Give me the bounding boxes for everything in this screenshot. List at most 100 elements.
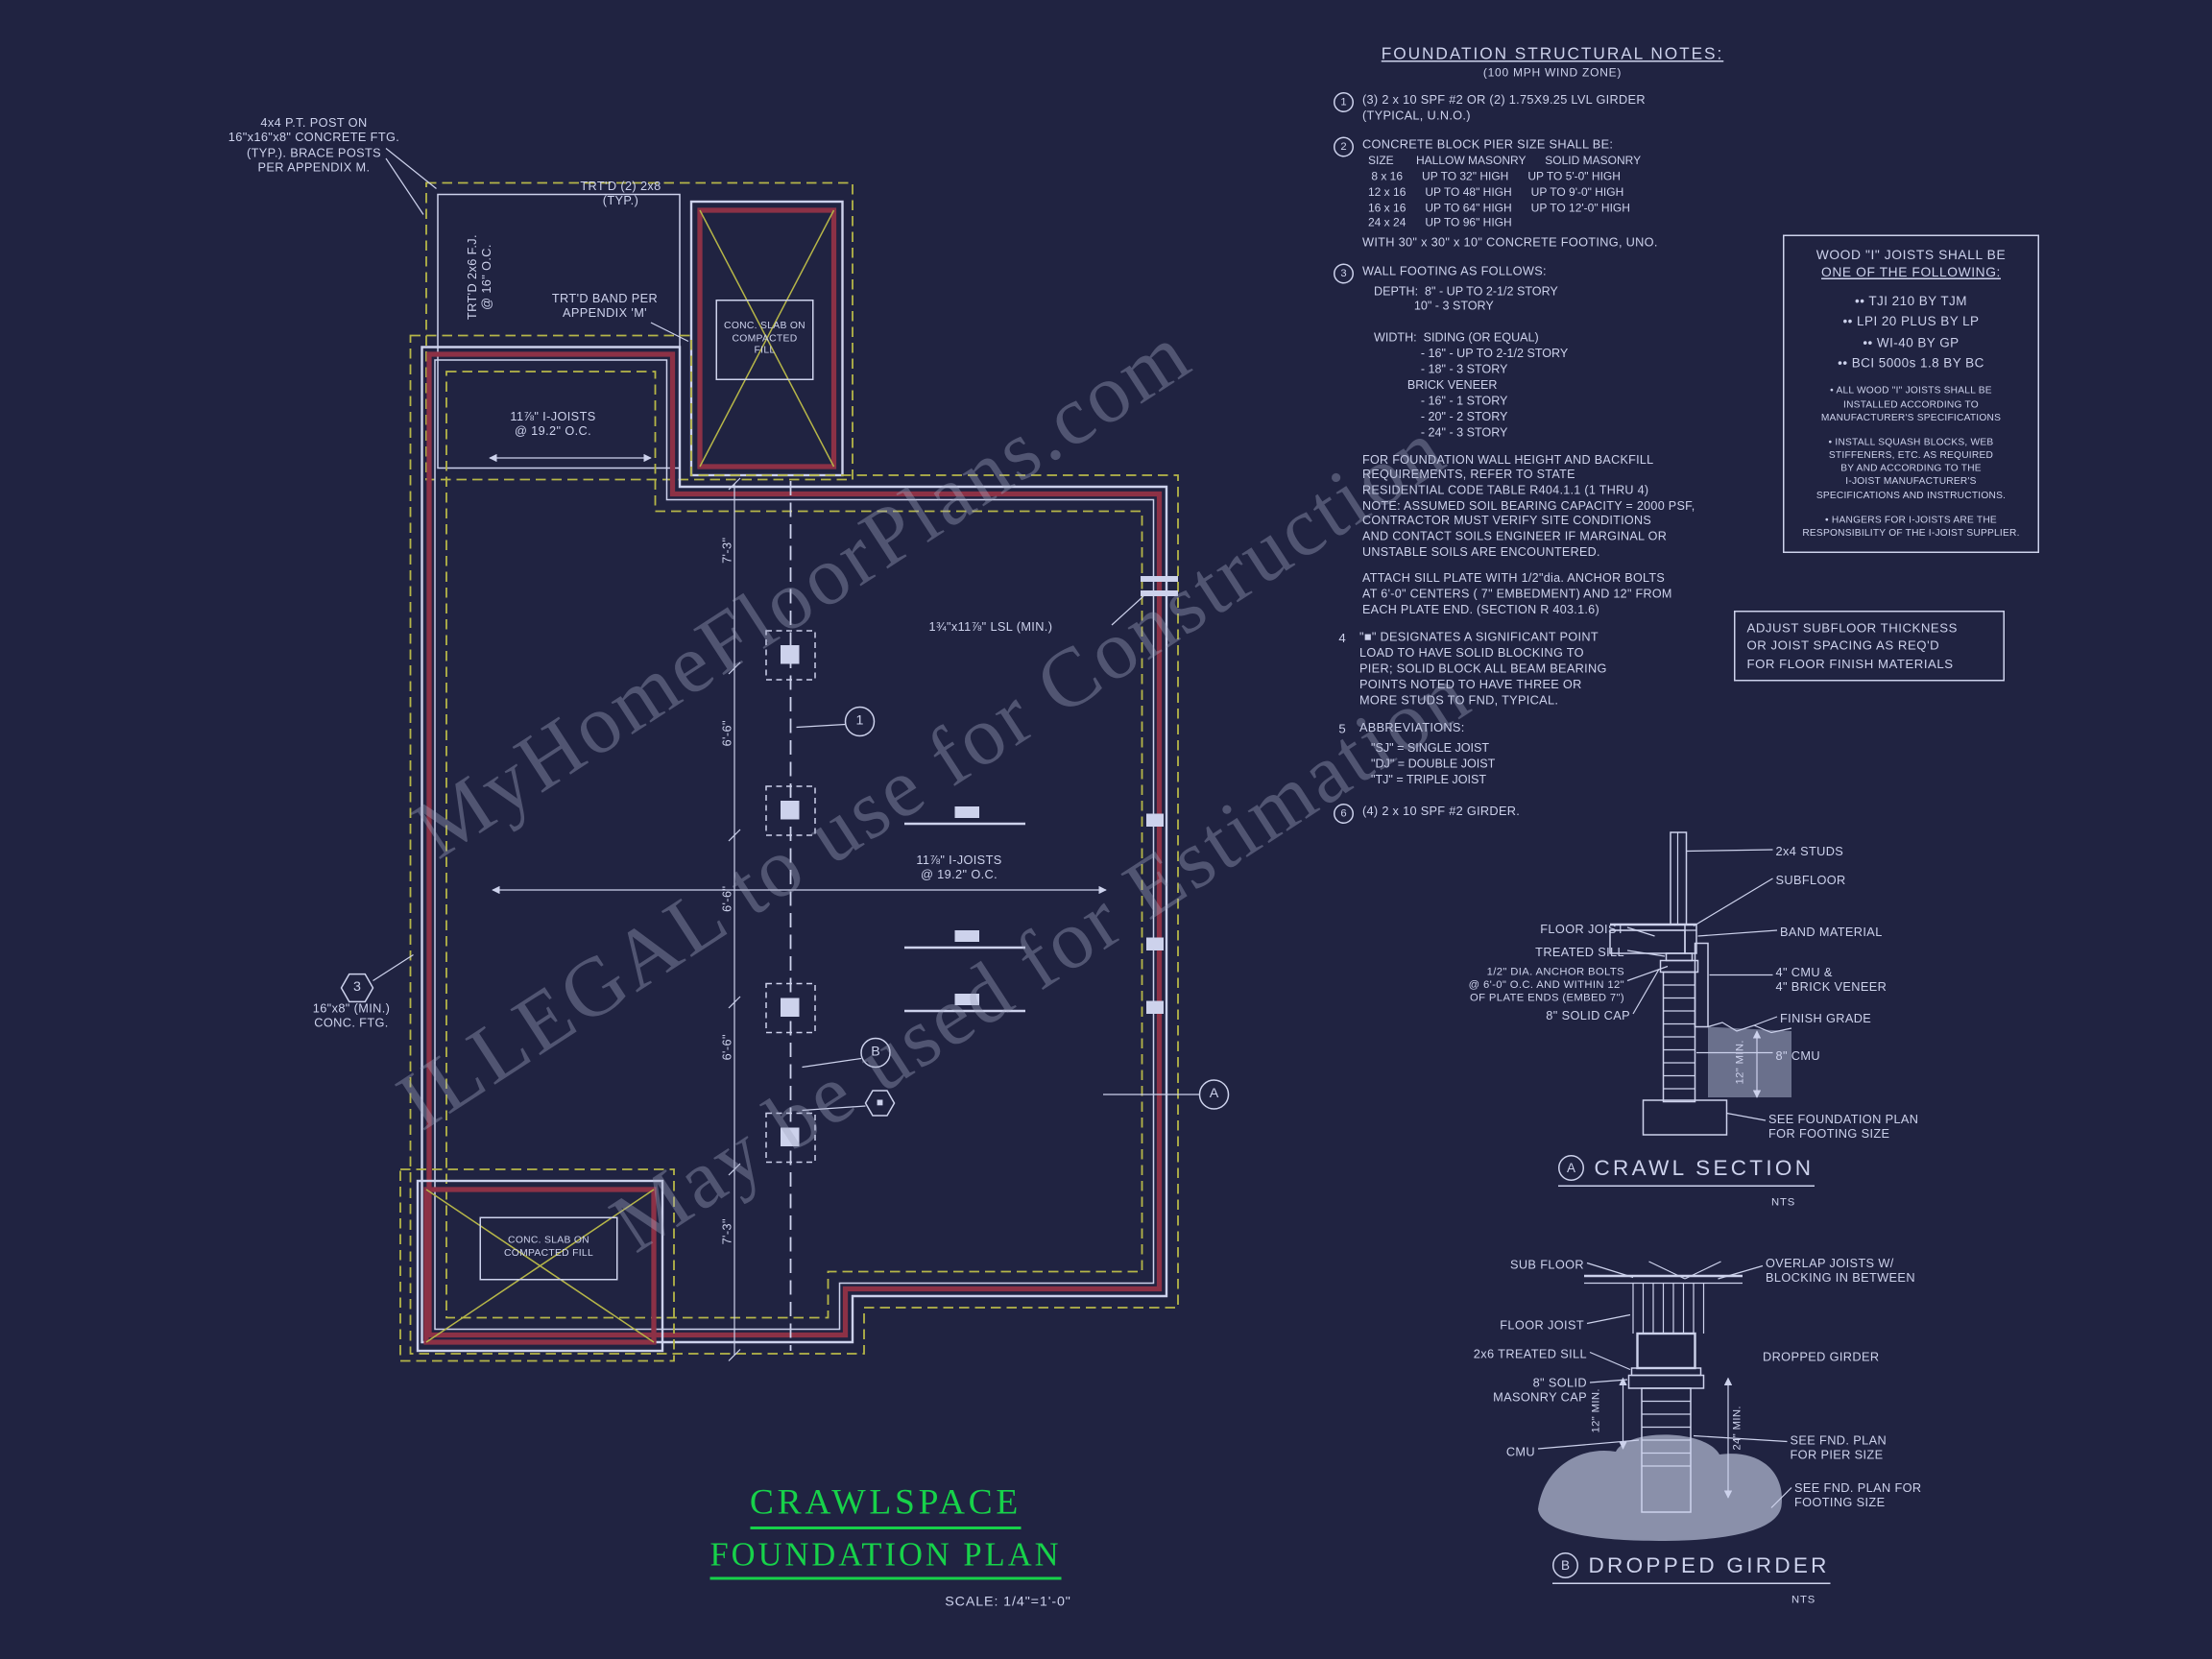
girder-cmu-label: CMU — [1505, 1444, 1535, 1459]
girder-pier-note: SEE FND. PLAN FOR PIER SIZE — [1790, 1432, 1887, 1463]
crawl-footing-label: SEE FOUNDATION PLAN FOR FOOTING SIZE — [1768, 1112, 1919, 1142]
crawl-band-label: BAND MATERIAL — [1780, 925, 1883, 939]
plan-leader-lines — [373, 148, 1200, 1112]
wood-box-heading-1: WOOD "I" JOISTS SHALL BE — [1815, 248, 2007, 262]
wood-box-heading-2: ONE OF THE FOLLOWING: — [1821, 265, 2001, 280]
crawl-section-linework — [1609, 831, 1792, 1136]
plan-main-walls — [409, 334, 1179, 1355]
post-note-label: 4x4 P.T. POST ON 16"x16"x8" CONCRETE FTG… — [228, 115, 400, 175]
wood-box-note-3: • HANGERS FOR I-JOISTS ARE THE RESPONSIB… — [1802, 515, 2020, 539]
plan-bottom-porch — [399, 1168, 675, 1362]
abbreviations-list: "SJ" = SINGLE JOIST "DJ" = DOUBLE JOIST … — [1371, 740, 1496, 786]
note-4-text: "■" DESIGNATES A SIGNIFICANT POINT LOAD … — [1359, 630, 1607, 707]
crawl-section-badge: A — [1558, 1155, 1584, 1181]
dim-6-6-b: 6'-6" — [719, 885, 734, 912]
girder-min24-dim: 24" MIN. — [1730, 1406, 1743, 1451]
crawl-subfloor-label: SUBFLOOR — [1775, 873, 1846, 887]
dropped-girder-badge: B — [1552, 1552, 1578, 1578]
note-4: 4 "■" DESIGNATES A SIGNIFICANT POINT LOA… — [1334, 630, 1771, 708]
crawl-cmu8-label: 8" CMU — [1775, 1048, 1820, 1063]
note-2-number: 2 — [1334, 135, 1354, 156]
wood-box-note-1: • ALL WOOD "I" JOISTS SHALL BE INSTALLED… — [1820, 386, 2002, 423]
note-6-number: 6 — [1334, 803, 1354, 824]
crawl-floor-joist-label: FLOOR JOIST — [1540, 922, 1624, 936]
dim-6-6-a: 6'-6" — [719, 720, 734, 747]
slab-note-box-bottom: CONC. SLAB ON COMPACTED FILL — [479, 1216, 618, 1281]
crawl-min12-dim: 12" MIN. — [1733, 1040, 1746, 1085]
notes-subtitle: (100 MPH WIND ZONE) — [1482, 66, 1623, 80]
dropped-girder-title-text: DROPPED GIRDER — [1588, 1552, 1830, 1578]
ijoist-label-mid: 11⅞" I-JOISTS @ 19.2" O.C. — [916, 853, 1002, 882]
crawl-section-nts: NTS — [1771, 1195, 1796, 1209]
adjust-subfloor-note: ADJUST SUBFLOOR THICKNESS OR JOIST SPACI… — [1734, 611, 2005, 682]
slab-note-box-top: CONC. SLAB ON COMPACTED FILL — [715, 300, 814, 380]
treated-band-label: TRT'D BAND PER APPENDIX 'M' — [551, 291, 659, 321]
marker-circle-b: B — [871, 1044, 880, 1061]
marker-hex-3: 3 — [353, 979, 361, 996]
marker-circle-1: 1 — [855, 712, 864, 730]
wood-box-joist-list: •• TJI 210 BY TJM •• LPI 20 PLUS BY LP •… — [1838, 293, 1984, 371]
crawl-cap-label: 8" SOLID CAP — [1546, 1008, 1630, 1022]
note-3-number: 3 — [1334, 263, 1354, 284]
crawl-section-title-text: CRAWL SECTION — [1594, 1155, 1815, 1181]
structural-notes: FOUNDATION STRUCTURAL NOTES: (100 MPH WI… — [1334, 46, 1771, 824]
note-1-text: (3) 2 x 10 SPF #2 OR (2) 1.75X9.25 LVL G… — [1362, 92, 1646, 123]
note-4-number: 4 — [1338, 631, 1346, 646]
girder-overlap-label: OVERLAP JOISTS W/ BLOCKING IN BETWEEN — [1766, 1256, 1915, 1286]
crawl-studs-label: 2x4 STUDS — [1775, 844, 1844, 858]
marker-circle-a: A — [1209, 1086, 1219, 1102]
girder-floor-joist-label: FLOOR JOIST — [1500, 1317, 1584, 1333]
girder-footing-note: SEE FND. PLAN FOR FOOTING SIZE — [1794, 1480, 1922, 1510]
note-3-paragraph-1: FOR FOUNDATION WALL HEIGHT AND BACKFILL … — [1362, 451, 1695, 559]
crawl-section-title: A CRAWL SECTION — [1558, 1155, 1815, 1187]
slab-note-top: CONC. SLAB ON COMPACTED FILL — [724, 320, 805, 357]
note-5-heading: ABBREVIATIONS: — [1359, 720, 1465, 735]
notes-title: FOUNDATION STRUCTURAL NOTES: — [1381, 46, 1724, 63]
girder-sill-label: 2x6 TREATED SILL — [1473, 1346, 1587, 1361]
dim-6-6-c: 6'-6" — [719, 1034, 734, 1061]
footing-size-label: 16"x8" (MIN.) CONC. FTG. — [312, 1000, 391, 1031]
note-2: 2 CONCRETE BLOCK PIER SIZE SHALL BE: SIZ… — [1334, 135, 1771, 251]
sheet-title: CRAWLSPACE FOUNDATION PLAN SCALE: 1/4"=1… — [648, 1483, 1123, 1610]
crawl-anchor-label: 1/2" DIA. ANCHOR BOLTS @ 6'-0" O.C. AND … — [1468, 965, 1624, 1004]
note-1: 1 (3) 2 x 10 SPF #2 OR (2) 1.75X9.25 LVL… — [1334, 92, 1771, 123]
sheet-title-line2: FOUNDATION PLAN — [709, 1537, 1062, 1580]
note-2-heading: CONCRETE BLOCK PIER SIZE SHALL BE: — [1362, 135, 1614, 151]
slab-note-bottom: CONC. SLAB ON COMPACTED FILL — [503, 1236, 594, 1259]
dropped-girder-nts: NTS — [1791, 1593, 1816, 1606]
girder-dropped-girder-label: DROPPED GIRDER — [1763, 1349, 1880, 1364]
marker-hex-square: ■ — [876, 1095, 884, 1110]
dim-7-3-bottom: 7'-3" — [719, 1218, 734, 1245]
pier-size-table: SIZE HALLOW MASONRY SOLID MASONRY 8 x 16… — [1368, 155, 1642, 229]
note-3-heading: WALL FOOTING AS FOLLOWS: — [1362, 263, 1547, 278]
dropped-girder-title: B DROPPED GIRDER — [1552, 1552, 1830, 1584]
note-3: 3 WALL FOOTING AS FOLLOWS: DEPTH: 8" - U… — [1334, 263, 1771, 617]
note-3-paragraph-2: ATTACH SILL PLATE WITH 1/2"dia. ANCHOR B… — [1362, 570, 1672, 616]
sheet-title-line1: CRAWLSPACE — [749, 1483, 1022, 1529]
wall-footing-table: DEPTH: 8" - UP TO 2-1/2 STORY 10" - 3 ST… — [1374, 282, 1569, 440]
note-6: 6 (4) 2 x 10 SPF #2 GIRDER. — [1334, 803, 1771, 824]
plan-dimension-lines — [489, 453, 1107, 1361]
note-1-number: 1 — [1334, 92, 1354, 112]
wood-box-note-2: • INSTALL SQUASH BLOCKS, WEB STIFFENERS,… — [1815, 437, 2007, 501]
note-5-number: 5 — [1338, 722, 1346, 737]
dim-7-3-top: 7'-3" — [719, 537, 734, 564]
girder-min12-dim: 12" MIN. — [1589, 1388, 1602, 1433]
crawl-sill-label: TREATED SILL — [1535, 945, 1624, 959]
plan-top-porch — [425, 181, 854, 481]
pier-symbols — [765, 630, 816, 1164]
crawl-grade-label: FINISH GRADE — [1780, 1011, 1872, 1025]
deck-joist-label: TRT'D 2x6 F.J. @ 16" O.C. — [464, 234, 494, 320]
dropped-girder-linework — [1537, 1261, 1792, 1541]
plan-marker-shapes — [340, 706, 1230, 1117]
girder-subfloor-label: SUB FLOOR — [1509, 1257, 1584, 1272]
treated-band-2x8-label: TRT'D (2) 2x8 (TYP.) — [580, 179, 661, 208]
note-2-footer: WITH 30" x 30" x 10" CONCRETE FOOTING, U… — [1362, 234, 1658, 250]
wood-ijoist-box: WOOD "I" JOISTS SHALL BE ONE OF THE FOLL… — [1783, 234, 2039, 554]
ijoist-label-top: 11⅞" I-JOISTS @ 19.2" O.C. — [510, 409, 596, 439]
lsl-label: 1¾"x11⅞" LSL (MIN.) — [928, 619, 1053, 634]
beam-symbols — [904, 576, 1178, 1014]
note-5: 5 ABBREVIATIONS: "SJ" = SINGLE JOIST "DJ… — [1334, 721, 1771, 791]
